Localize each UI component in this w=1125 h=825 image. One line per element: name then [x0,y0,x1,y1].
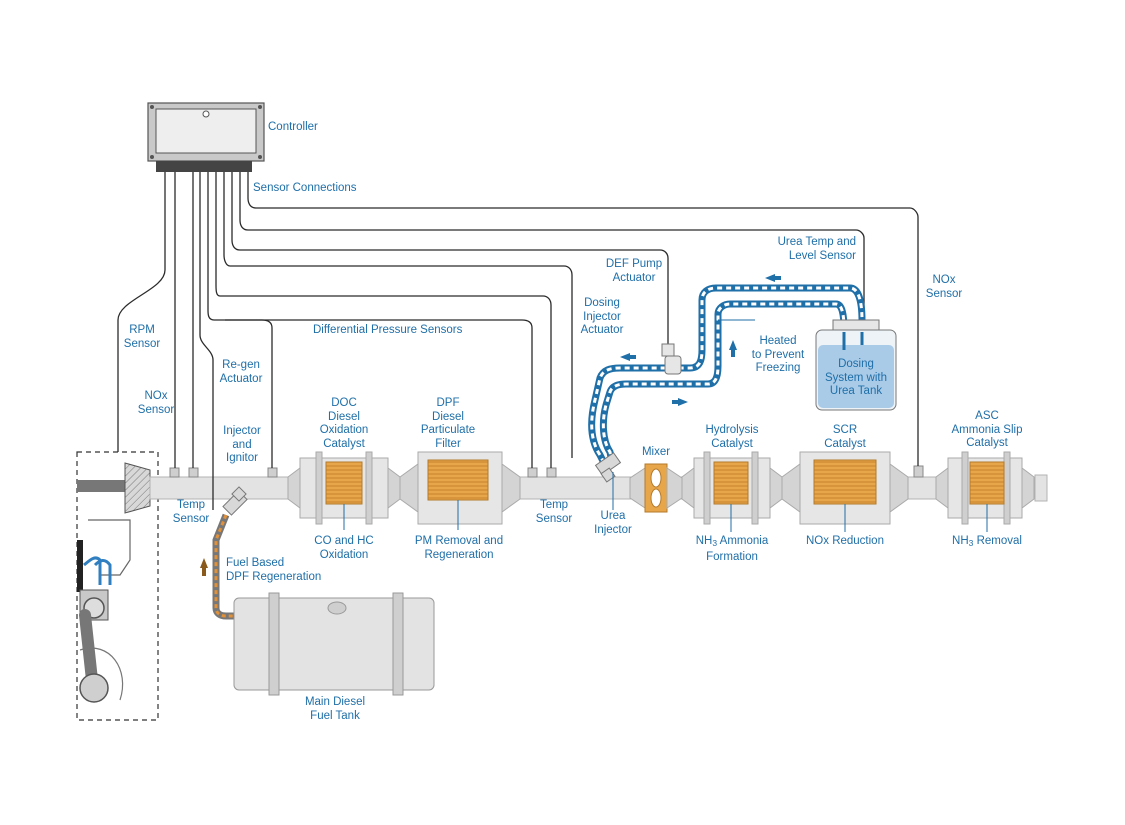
controller-label: Controller [268,121,318,133]
mixer-label: Mixer [641,446,671,458]
nox-sensor-right-label: NOx Sensor [925,274,963,300]
diesel-fuel-tank [233,592,435,696]
urea-injector [594,452,622,483]
fuel-regen-label: Fuel Based DPF Regeneration [226,557,322,583]
urea-injector-label: Urea Injector [594,510,632,536]
def-pump-actuator [661,343,682,375]
differential-pressure-label: Differential Pressure Sensors [313,324,463,336]
doc-catalyst [287,451,401,525]
exhaust-pipe [149,474,1048,502]
controller-box [147,102,265,172]
dpf-function-label: PM Removal and Regeneration [414,535,504,561]
wiring-harness [117,172,919,510]
asc-title-label: ASC Ammonia Slip Catalyst [951,410,1023,449]
fuel-flow-arrow [200,558,208,576]
urea-lines [588,284,866,465]
dpf-filter [399,451,521,525]
dpf-title-label: DPF Diesel Particulate Filter [420,397,476,450]
engine-block [76,451,159,721]
asc-catalyst [935,451,1035,525]
fuel-tank-label: Main Diesel Fuel Tank [304,696,366,722]
def-pump-actuator-label: DEF Pump Actuator [605,258,663,284]
rpm-sensor-label: RPM Sensor [123,324,161,350]
injector-ignitor-label: Injector and Ignitor [223,425,261,464]
hydrolysis-function-label: NH3 Ammonia Formation [695,535,769,563]
fuel-line [212,513,245,620]
scr-title-label: SCR Catalyst [824,424,866,450]
doc-function-label: CO and HC Oxidation [314,535,374,561]
fuel-injector [222,486,248,516]
scr-catalyst [781,451,909,525]
heated-label: Heated to Prevent Freezing [751,335,805,374]
sensor-connections-label: Sensor Connections [253,182,357,194]
temp-sensor-left-label: Temp Sensor [172,499,210,525]
urea-tank [815,319,897,411]
flow-arrows [620,274,781,406]
sensor-studs [169,465,924,478]
hydrolysis-catalyst [681,451,783,525]
hydrolysis-title-label: Hydrolysis Catalyst [705,424,759,450]
regen-actuator-label: Re-gen Actuator [219,359,263,385]
dosing-system-label: Dosing System with Urea Tank [825,358,887,397]
leader-lines [343,319,988,532]
nox-sensor-left-label: NOx Sensor [137,390,175,416]
asc-function-label: NH3 Removal [952,535,1022,548]
mixer [629,463,683,513]
urea-temp-level-label: Urea Temp and Level Sensor [777,236,856,262]
dosing-injector-actuator-label: Dosing Injector Actuator [580,297,624,336]
temp-sensor-mid-label: Temp Sensor [535,499,573,525]
doc-title-label: DOC Diesel Oxidation Catalyst [319,397,369,450]
scr-function-label: NOx Reduction [806,535,884,547]
